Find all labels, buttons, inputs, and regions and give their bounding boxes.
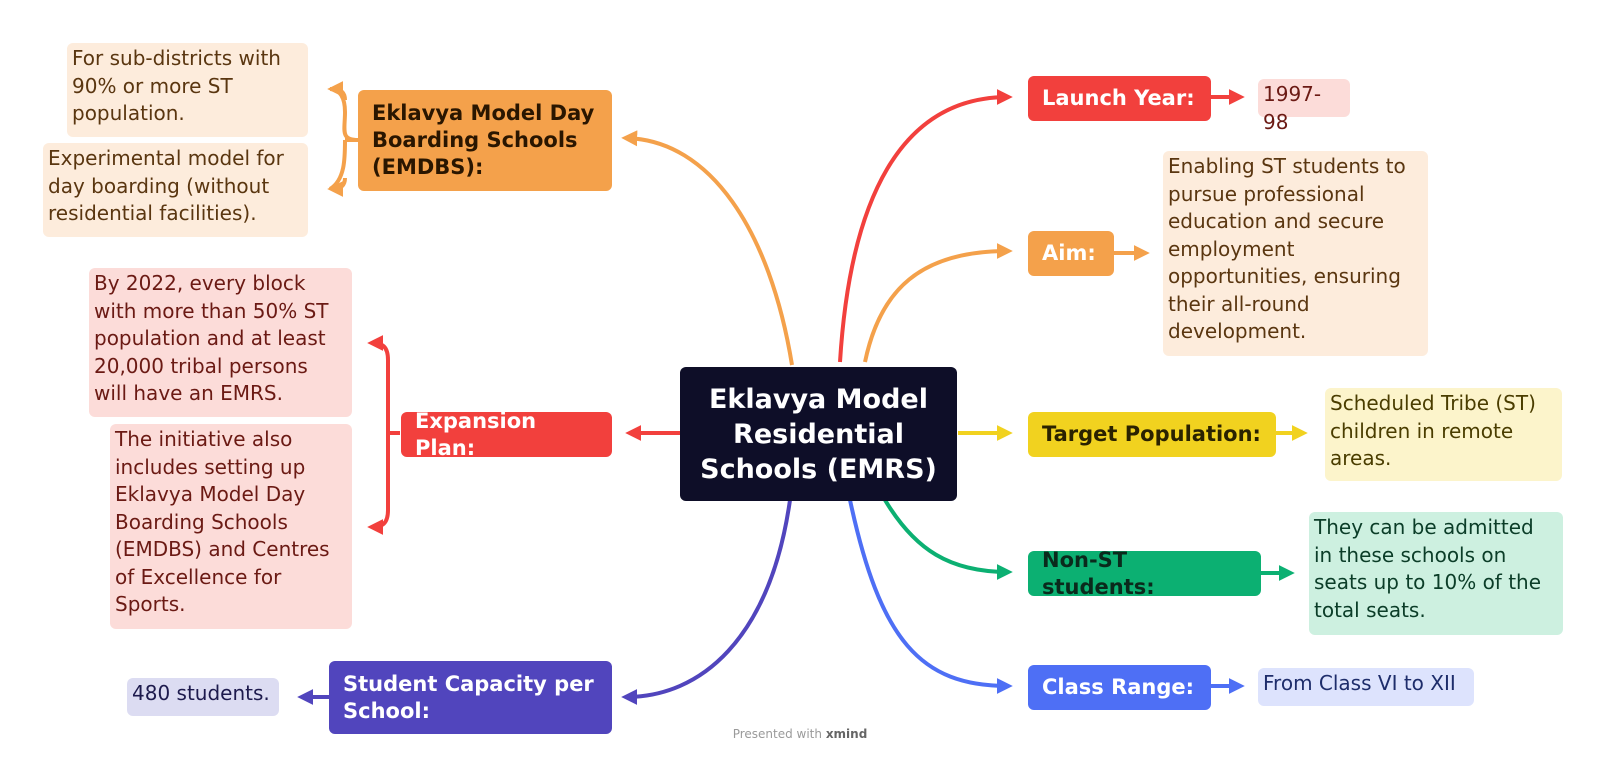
detail-expansion-plan-1: By 2022, every block with more than 50% … — [89, 268, 352, 417]
topic-launch-year[interactable]: Launch Year: — [1028, 76, 1211, 121]
detail-expansion-plan-2-text: The initiative also includes setting up … — [115, 427, 330, 616]
footer-brand: xmind — [825, 727, 868, 741]
topic-target-population[interactable]: Target Population: — [1028, 412, 1276, 457]
detail-non-st-students: They can be admitted in these schools on… — [1309, 512, 1563, 635]
topic-emdbs[interactable]: Eklavya Model Day Boarding Schools (EMDB… — [358, 90, 612, 191]
detail-non-st-students-text: They can be admitted in these schools on… — [1314, 515, 1542, 622]
central-topic[interactable]: Eklavya Model Residential Schools (EMRS) — [680, 367, 957, 501]
detail-class-range: From Class VI to XII — [1258, 668, 1474, 706]
brace-emdbs-arrow-top — [327, 81, 347, 101]
connector-launch-year — [838, 89, 1013, 363]
central-topic-label: Eklavya Model Residential Schools (EMRS) — [700, 383, 937, 485]
detail-expansion-plan-2: The initiative also includes setting up … — [110, 424, 352, 629]
topic-class-range-label: Class Range: — [1042, 675, 1195, 699]
connector-emdbs — [621, 130, 794, 366]
presented-with-footer: Presented with xmind — [0, 727, 1600, 741]
detail-target-population-text: Scheduled Tribe (ST) children in remote … — [1330, 391, 1536, 470]
detail-emdbs-2: Experimental model for day boarding (wit… — [43, 143, 308, 237]
topic-non-st-students[interactable]: Non-ST students: — [1028, 548, 1261, 599]
topic-emdbs-label: Eklavya Model Day Boarding Schools (EMDB… — [372, 101, 595, 179]
brace-expansion — [386, 360, 400, 510]
topic-student-capacity[interactable]: Student Capacity per School: — [329, 661, 612, 734]
topic-target-population-label: Target Population: — [1042, 422, 1261, 446]
detail-aim: Enabling ST students to pursue professio… — [1163, 151, 1428, 356]
topic-expansion-plan-label: Expansion Plan: — [415, 408, 537, 460]
topic-class-range[interactable]: Class Range: — [1028, 665, 1211, 710]
topic-expansion-plan[interactable]: Expansion Plan: — [401, 409, 612, 460]
brace-emdbs — [328, 87, 359, 191]
topic-non-st-students-label: Non-ST students: — [1042, 547, 1155, 599]
detail-expansion-plan-1-text: By 2022, every block with more than 50% … — [94, 271, 329, 405]
connector-non-st-students — [883, 498, 1013, 580]
brace-expansion-arrow-top — [367, 335, 390, 361]
detail-aim-text: Enabling ST students to pursue professio… — [1168, 154, 1406, 343]
detail-launch-year: 1997-98 — [1258, 79, 1350, 134]
detail-student-capacity-text: 480 students. — [132, 681, 270, 705]
topic-aim-label: Aim: — [1042, 241, 1096, 265]
detail-target-population: Scheduled Tribe (ST) children in remote … — [1325, 388, 1562, 481]
brace-emdbs-arrow-bottom — [327, 177, 347, 197]
connector-aim — [863, 243, 1013, 363]
detail-emdbs-1-text: For sub-districts with 90% or more ST po… — [72, 46, 281, 125]
brace-expansion-arrow-bottom — [367, 509, 390, 535]
detail-launch-year-text: 1997-98 — [1263, 82, 1322, 134]
connector-class-range — [848, 499, 1013, 694]
detail-class-range-text: From Class VI to XII — [1263, 671, 1456, 695]
connector-student-capacity — [621, 499, 792, 705]
detail-emdbs-2-text: Experimental model for day boarding (wit… — [48, 146, 284, 225]
topic-aim[interactable]: Aim: — [1028, 231, 1114, 276]
topic-student-capacity-label: Student Capacity per School: — [343, 671, 594, 723]
footer-prefix: Presented with — [732, 727, 822, 741]
detail-emdbs-1: For sub-districts with 90% or more ST po… — [67, 43, 308, 137]
topic-launch-year-label: Launch Year: — [1042, 86, 1195, 110]
detail-student-capacity: 480 students. — [127, 678, 279, 716]
